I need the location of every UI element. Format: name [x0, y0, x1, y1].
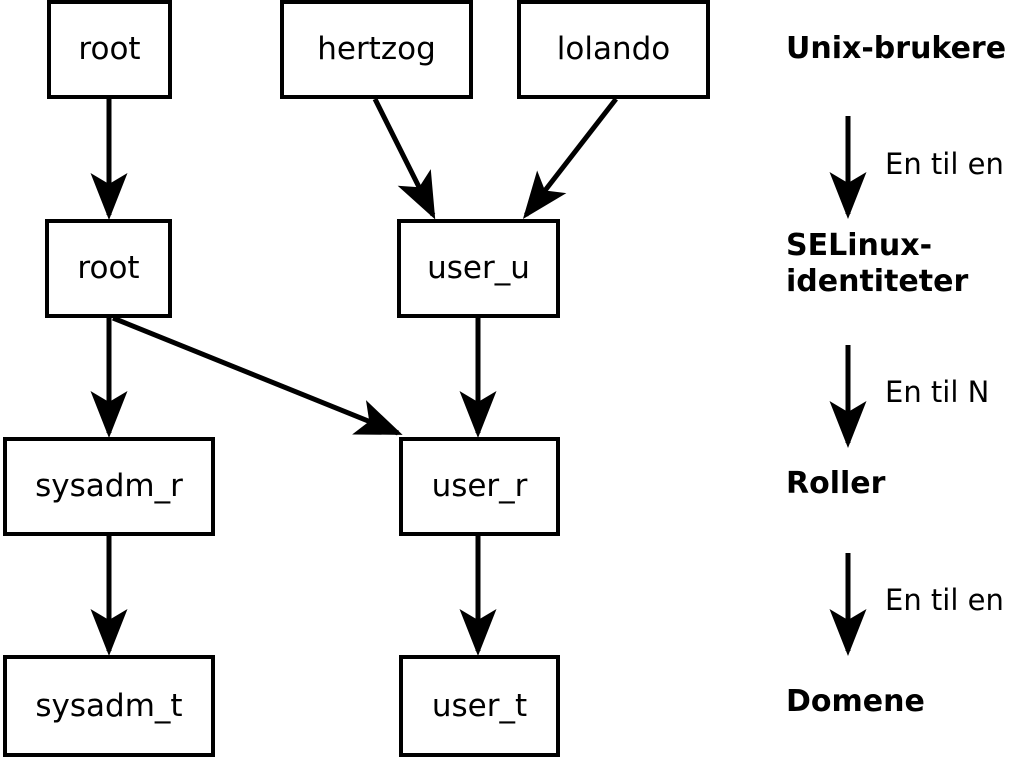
edge-sel_root-to-user_r [112, 315, 403, 436]
node-label: sysadm_r [35, 468, 183, 504]
node-sysadm_r[interactable]: sysadm_r [3, 437, 215, 536]
node-sel_root[interactable]: root [45, 219, 172, 318]
node-label: hertzog [317, 31, 436, 67]
legend-level-domene: Domene [786, 684, 925, 719]
node-label: root [78, 31, 141, 67]
node-label: user_r [431, 468, 528, 504]
node-label: user_u [427, 250, 530, 286]
legend-arrow-label-selinux-to-roller: En til N [885, 375, 990, 409]
node-lolando[interactable]: lolando [517, 0, 710, 99]
legend-level-unix-brukere: Unix-brukere [786, 31, 1007, 66]
node-unix_root[interactable]: root [47, 0, 172, 99]
node-label: sysadm_t [35, 687, 183, 724]
node-user_u[interactable]: user_u [397, 219, 560, 318]
node-label: lolando [556, 31, 671, 67]
edge-lolando-to-user_u [522, 97, 618, 219]
node-edge-group [90, 97, 618, 656]
node-label: user_t [431, 687, 528, 724]
node-user_r[interactable]: user_r [399, 437, 560, 536]
legend-arrow-label-roller-to-domene: En til en [885, 583, 1004, 617]
legend-level-selinux-identiteter: SELinux- identiteter [786, 228, 969, 299]
legend-level-roller: Roller [786, 466, 886, 501]
node-label: root [77, 250, 140, 286]
node-hertzog[interactable]: hertzog [280, 0, 473, 99]
node-user_t[interactable]: user_t [399, 655, 560, 757]
node-sysadm_t[interactable]: sysadm_t [3, 655, 215, 757]
legend-arrow-label-unix-to-selinux: En til en [885, 147, 1004, 181]
edge-hertzog-to-user_u [372, 97, 436, 220]
